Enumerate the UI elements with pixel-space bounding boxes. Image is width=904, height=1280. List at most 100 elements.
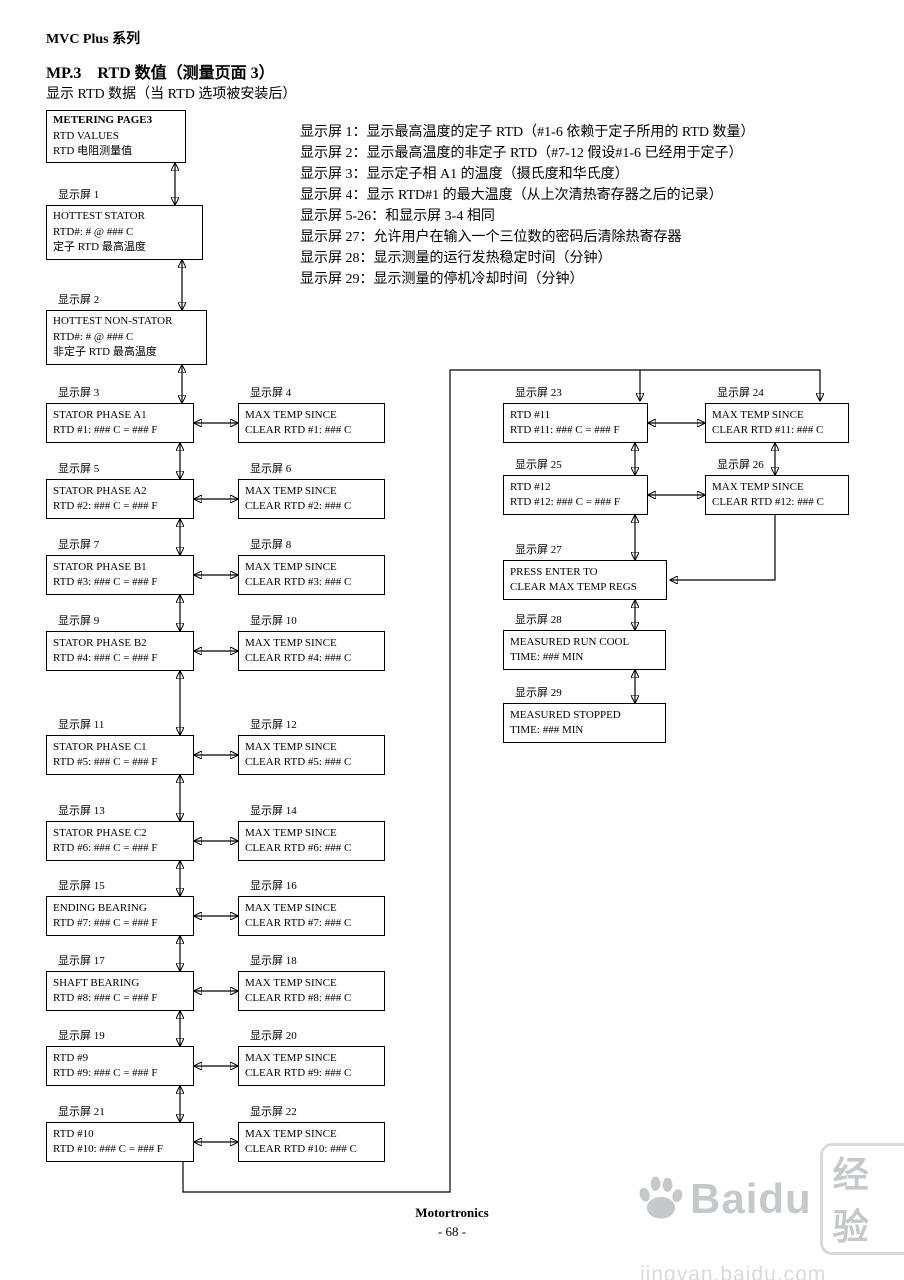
box-line: STATOR PHASE C2 (53, 826, 147, 839)
baidu-jingyan-watermark: Baidu 经验 jingyan.baidu.com (636, 1143, 904, 1280)
box-line: CLEAR RTD #2: ### C (245, 500, 352, 512)
box-line: RTD #7: ### C = ### F (53, 917, 158, 929)
flow-box-s7: STATOR PHASE B1 RTD #3: ### C = ### F (46, 555, 194, 595)
box-line: RTD #5: ### C = ### F (53, 756, 158, 768)
box-line: RTD 电阻测量值 (53, 145, 133, 158)
box-line: METERING PAGE3 (53, 114, 153, 127)
screen-label-s4: 显示屏 4 (250, 387, 292, 399)
box-line: MAX TEMP SINCE (245, 1051, 337, 1064)
screen-label-s29: 显示屏 29 (515, 687, 562, 699)
screen-label-s10: 显示屏 10 (250, 615, 297, 627)
box-line: MAX TEMP SINCE (712, 408, 804, 421)
screen-label-s17: 显示屏 17 (58, 955, 105, 967)
box-line: HOTTEST NON-STATOR (53, 315, 173, 328)
screen-label-s18: 显示屏 18 (250, 955, 297, 967)
box-line: CLEAR RTD #12: ### C (712, 496, 824, 508)
screen-label-s23: 显示屏 23 (515, 387, 562, 399)
page-title: MP.3 RTD 数值（测量页面 3） (46, 65, 275, 82)
screen-label-s28: 显示屏 28 (515, 614, 562, 626)
screen-description: 显示屏 27：允许用户在输入一个三位数的密码后清除热寄存器 (300, 230, 682, 245)
box-line: STATOR PHASE B2 (53, 636, 147, 649)
screen-label-s27: 显示屏 27 (515, 544, 562, 556)
screen-label-s25: 显示屏 25 (515, 459, 562, 471)
watermark-brand-cn: 经验 (819, 1143, 904, 1255)
box-line: RTD #11: ### C = ### F (510, 424, 620, 436)
box-line: MAX TEMP SINCE (245, 826, 337, 839)
box-line: RTD #10 (53, 1127, 94, 1140)
box-line: RTD #12 (510, 480, 551, 493)
page-subtitle: 显示 RTD 数据（当 RTD 选项被安装后） (46, 87, 297, 102)
watermark-brand-text: Baidu (690, 1175, 812, 1222)
box-line: HOTTEST STATOR (53, 210, 145, 223)
screen-label-s26: 显示屏 26 (717, 459, 764, 471)
screen-descriptions: 显示屏 1：显示最高温度的定子 RTD（#1-6 依赖于定子所用的 RTD 数量… (300, 122, 754, 290)
screen-description: 显示屏 4：显示 RTD#1 的最大温度（从上次清热寄存器之后的记录） (300, 188, 723, 203)
screen-description: 显示屏 29：显示测量的停机冷却时间（分钟） (300, 272, 584, 287)
box-line: TIME: ### MIN (510, 651, 584, 663)
box-line: STATOR PHASE B1 (53, 560, 147, 573)
box-line: STATOR PHASE A1 (53, 408, 147, 421)
box-line: CLEAR MAX TEMP REGS (510, 581, 637, 593)
box-line: RTD #2: ### C = ### F (53, 500, 158, 512)
screen-description: 显示屏 28：显示测量的运行发热稳定时间（分钟） (300, 251, 612, 266)
screen-label-s19: 显示屏 19 (58, 1030, 105, 1042)
box-line: MEASURED STOPPED (510, 708, 621, 721)
box-line: STATOR PHASE C1 (53, 740, 147, 753)
screen-description: 显示屏 3：显示定子相 A1 的温度（摄氏度和华氏度） (300, 167, 629, 182)
watermark-logo-row: Baidu 经验 (636, 1143, 904, 1255)
box-line: PRESS ENTER TO (510, 565, 598, 578)
screen-label-s6: 显示屏 6 (250, 463, 292, 475)
series-header: MVC Plus 系列 (46, 32, 141, 47)
box-line: SHAFT BEARING (53, 976, 140, 989)
box-line: MEASURED RUN COOL (510, 635, 630, 648)
box-line: CLEAR RTD #7: ### C (245, 917, 352, 929)
flow-box-s29: MEASURED STOPPED TIME: ### MIN (503, 703, 666, 743)
box-line: TIME: ### MIN (510, 724, 584, 736)
flow-box-s14: MAX TEMP SINCE CLEAR RTD #6: ### C (238, 821, 385, 861)
box-line: MAX TEMP SINCE (245, 740, 337, 753)
screen-label-s9: 显示屏 9 (58, 615, 100, 627)
box-line: RTD #3: ### C = ### F (53, 576, 158, 588)
box-line: MAX TEMP SINCE (712, 480, 804, 493)
flow-box-s28: MEASURED RUN COOL TIME: ### MIN (503, 630, 666, 670)
box-line: CLEAR RTD #8: ### C (245, 992, 352, 1004)
box-line: RTD #4: ### C = ### F (53, 652, 158, 664)
screen-description: 显示屏 5-26：和显示屏 3-4 相同 (300, 209, 495, 224)
box-line: 定子 RTD 最高温度 (53, 241, 146, 254)
screen-label-s2: 显示屏 2 (58, 294, 100, 306)
screen-label-s22: 显示屏 22 (250, 1106, 297, 1118)
box-line: CLEAR RTD #11: ### C (712, 424, 824, 436)
screen-label-s20: 显示屏 20 (250, 1030, 297, 1042)
watermark-url: jingyan.baidu.com (640, 1263, 827, 1280)
screen-label-s14: 显示屏 14 (250, 805, 297, 817)
box-line: RTD #8: ### C = ### F (53, 992, 158, 1004)
screen-label-s5: 显示屏 5 (58, 463, 100, 475)
screen-label-s3: 显示屏 3 (58, 387, 100, 399)
box-line: MAX TEMP SINCE (245, 484, 337, 497)
screen-label-s12: 显示屏 12 (250, 719, 297, 731)
flow-box-s27: PRESS ENTER TO CLEAR MAX TEMP REGS (503, 560, 667, 600)
screen-label-s13: 显示屏 13 (58, 805, 105, 817)
box-line: CLEAR RTD #4: ### C (245, 652, 352, 664)
box-line: MAX TEMP SINCE (245, 1127, 337, 1140)
box-line: CLEAR RTD #6: ### C (245, 842, 352, 854)
screen-label-s11: 显示屏 11 (58, 719, 105, 731)
flow-box-s6: MAX TEMP SINCE CLEAR RTD #2: ### C (238, 479, 385, 519)
flow-box-s24: MAX TEMP SINCE CLEAR RTD #11: ### C (705, 403, 849, 443)
screen-label-s1: 显示屏 1 (58, 189, 100, 201)
screen-label-s8: 显示屏 8 (250, 539, 292, 551)
box-line: RTD VALUES (53, 129, 119, 142)
